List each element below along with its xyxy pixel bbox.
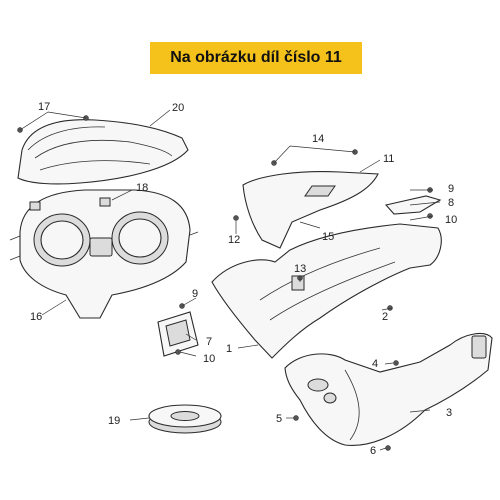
callout-9-bottom: 9: [192, 288, 198, 300]
callout-labels: 17 20 18 16 14 11 12 15 13 9 8 10 2 9 7 …: [30, 101, 457, 457]
callout-18: 18: [136, 182, 148, 194]
callout-15: 15: [322, 231, 334, 243]
highlight-banner: Na obrázku díl číslo 11: [150, 42, 362, 74]
callout-17: 17: [38, 101, 50, 113]
callout-9-top: 9: [448, 183, 454, 195]
callout-8: 8: [448, 197, 454, 209]
callout-1: 1: [226, 343, 232, 355]
banner-text: Na obrázku díl číslo 11: [170, 49, 342, 66]
part-16-instrument-housing: [9, 189, 199, 319]
part-20-instrument-cover: [17, 119, 189, 185]
callout-10-bottom: 10: [203, 353, 215, 365]
part-3-handlebar-front-cover: [284, 332, 493, 446]
callout-19: 19: [108, 415, 120, 427]
callout-7: 7: [206, 336, 212, 348]
callout-3: 3: [446, 407, 452, 419]
callout-14: 14: [312, 133, 324, 145]
callout-10-top: 10: [445, 214, 457, 226]
callout-13: 13: [294, 263, 306, 275]
callout-5: 5: [276, 413, 282, 425]
part-1-handlebar-rear-cover: [211, 223, 442, 359]
callout-20: 20: [172, 102, 184, 114]
leader-lines: [19, 109, 441, 451]
part-7-switch-panel: [157, 311, 199, 357]
callout-12: 12: [228, 234, 240, 246]
part-19-round-cap: [148, 404, 222, 434]
part-11-upper-shield: [242, 171, 379, 249]
part-18-clips: [29, 197, 111, 211]
callout-4: 4: [372, 358, 378, 370]
callout-2: 2: [382, 311, 388, 323]
callout-6: 6: [370, 445, 376, 457]
callout-16: 16: [30, 311, 42, 323]
callout-11: 11: [383, 153, 394, 165]
